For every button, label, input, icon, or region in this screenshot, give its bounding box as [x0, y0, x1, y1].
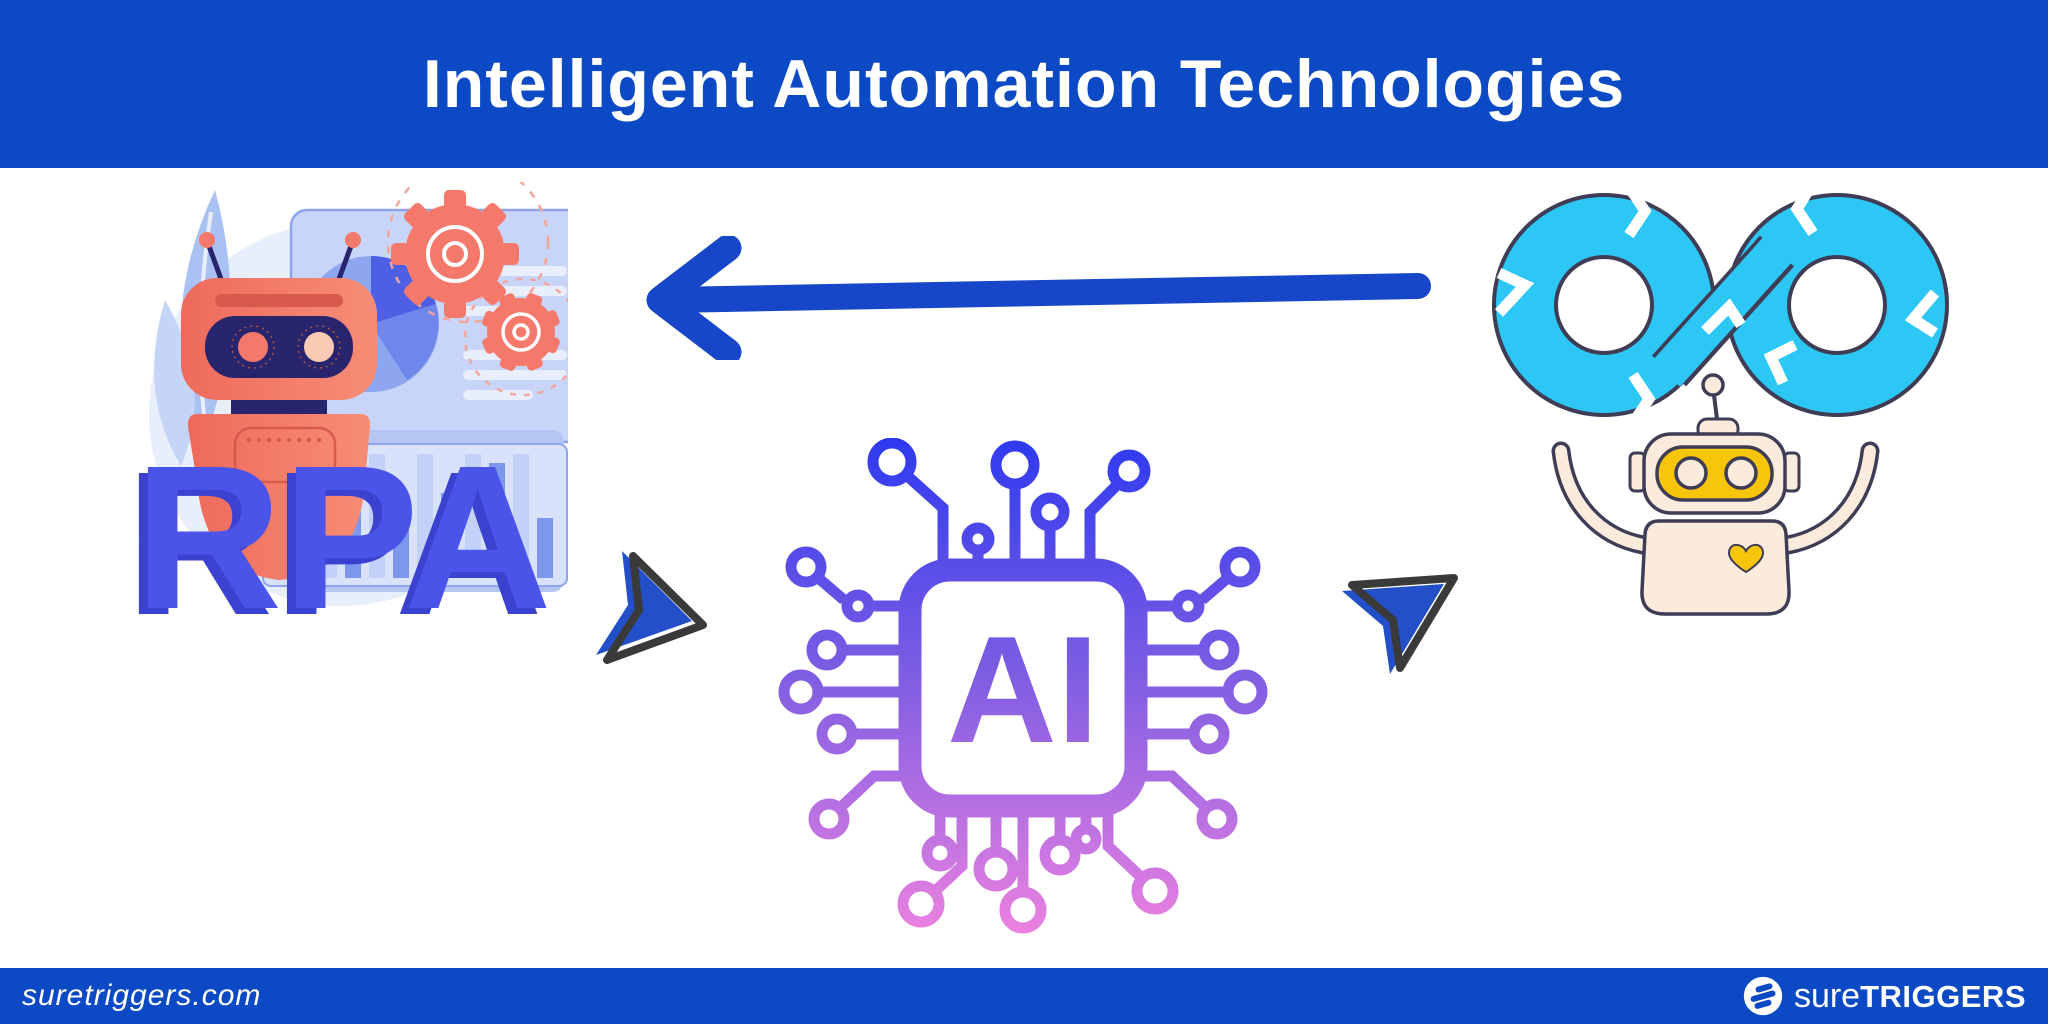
suretriggers-logo: sureTRIGGERS: [1742, 975, 2026, 1017]
infinity-loop-icon: [1492, 180, 1949, 427]
brand-text: sureTRIGGERS: [1794, 979, 2026, 1013]
ai-label: AI: [947, 605, 1099, 775]
page-title: Intelligent Automation Technologies: [422, 46, 1626, 122]
automation-loop-illustration: [1492, 180, 1949, 616]
flow-arrow-loop-to-rpa: [646, 236, 1431, 360]
footer-bar: suretriggers.com sureTRIGGERS: [0, 968, 2048, 1024]
brand-suffix: TRIGGERS: [1860, 979, 2026, 1014]
rpa-illustration: RPA RPA: [125, 182, 568, 647]
ai-chip-icon: AI: [778, 438, 1268, 934]
cursor-arrow-rpa-to-ai: [596, 551, 707, 664]
circuit-traces: [778, 438, 1268, 934]
assistant-robot-icon: [1551, 373, 1880, 616]
header-banner: Intelligent Automation Technologies: [0, 0, 2048, 168]
website-url: suretriggers.com: [22, 979, 262, 1012]
arrowhead-left: [646, 236, 742, 360]
rpa-label: RPA: [134, 423, 552, 647]
rpa-robot-icon: [181, 232, 377, 580]
heart-icon: [1727, 543, 1765, 574]
gear-icon: [386, 182, 568, 397]
suretriggers-logo-icon: [1743, 976, 1783, 1016]
cursor-arrow-ai-to-loop: [1342, 574, 1458, 674]
brand-prefix: sure: [1793, 977, 1861, 1015]
rpa-label-shadow: RPA: [125, 429, 543, 647]
